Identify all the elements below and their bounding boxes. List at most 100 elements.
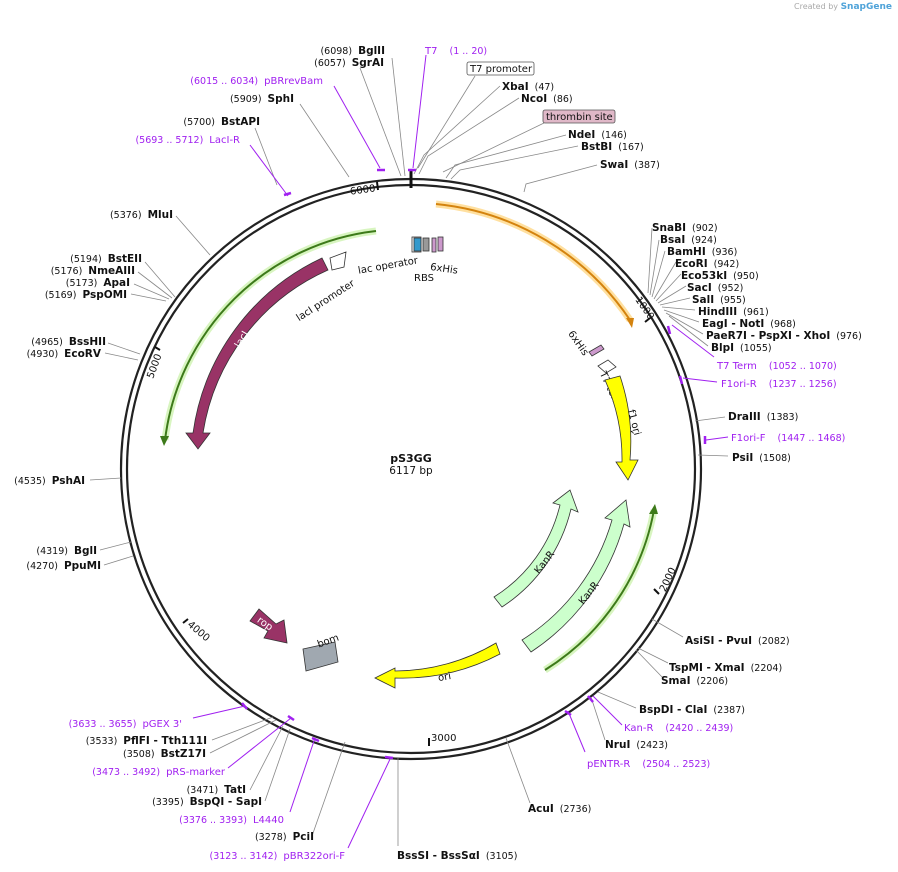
enzyme-asisi: AsiSI - PvuI(2082)	[685, 635, 790, 647]
enzyme-sgrai-pos: (6057)	[314, 58, 346, 69]
leader-tati	[249, 725, 284, 791]
primer-pentr-r-name: pENTR-R	[587, 759, 630, 770]
enzyme-smai-name: SmaI	[661, 675, 691, 687]
leader-bstbi	[450, 145, 579, 180]
feature-label-6xhis-c: 6xHis	[565, 329, 590, 358]
thrombin-site-box	[542, 109, 616, 124]
feature-rbs	[422, 237, 430, 252]
enzyme-acui-pos: (2736)	[560, 804, 592, 815]
enzyme-pflfi-pos: (3533)	[86, 736, 118, 747]
orf-orange-arrowhead	[626, 318, 634, 328]
enzyme-bsai: BsaI(924)	[660, 234, 717, 246]
primer-laci-r: (5693 .. 5712)LacI-R	[135, 135, 240, 146]
leader-t7-promoter	[417, 75, 476, 169]
enzyme-bspqi-pos: (3395)	[152, 797, 184, 808]
enzyme-sali-name: SalI	[692, 294, 714, 306]
enzyme-ecorv-name: EcoRV	[64, 348, 102, 360]
enzyme-tati: (3471)TatI	[187, 784, 246, 796]
enzyme-sphi: (5909)SphI	[230, 93, 294, 105]
plasmid-name: pS3GG	[390, 452, 432, 465]
leader-snabi	[647, 227, 653, 294]
enzyme-sgrai-name: SgrAI	[352, 57, 384, 69]
enzyme-nmeaiii: (5176) NmeAIII	[51, 265, 135, 277]
enzyme-asisi-pos: (2082)	[758, 636, 790, 647]
leader-bsai	[649, 239, 660, 296]
primer-leader-pbrrevbam	[333, 85, 381, 169]
primer-pbr322ori-f-name: pBR322ori-F	[283, 851, 345, 862]
leader-swai	[523, 164, 598, 193]
primer-pentr-r-range: (2504 .. 2523)	[642, 759, 710, 770]
primer-f1ori-r: F1ori-R (1237 .. 1256)	[721, 379, 837, 390]
tick-marks	[154, 181, 660, 746]
feature-laci	[185, 257, 329, 450]
primer-leader-f1ori-r	[682, 377, 718, 383]
snapgene-logo: SnapGene	[840, 2, 892, 12]
enzyme-ndei: NdeI(146)	[568, 129, 627, 141]
primer-mark-kan-r	[587, 695, 594, 703]
tick-label-6000: 6000	[349, 183, 376, 197]
primer-t7-term: T7 Term(1052 .. 1070)	[716, 361, 837, 372]
enzyme-nrui: NruI(2423)	[605, 739, 668, 751]
leader-xbai	[413, 85, 501, 175]
enzyme-smai-pos: (2206)	[697, 676, 729, 687]
feature-t7-terminator	[597, 359, 617, 374]
enzyme-ncoi-name: NcoI	[521, 93, 547, 105]
leader-ecori	[653, 261, 677, 300]
primer-pbrrevbam-range: (6015 .. 6034)	[190, 76, 258, 87]
enzyme-ecori: EcoRI(942)	[675, 258, 739, 270]
leader-asisi	[651, 618, 684, 638]
primer-leader-lines	[192, 54, 729, 849]
orf-green-left-arrowhead	[160, 436, 169, 446]
leader-ppumi	[103, 555, 134, 566]
enzyme-bsai-pos: (924)	[691, 235, 717, 246]
enzyme-ppumi-pos: (4270)	[26, 561, 58, 572]
enzyme-pshai: (4535)PshAI	[14, 475, 85, 487]
primer-prs-marker-range: (3473 .. 3492)	[92, 767, 160, 778]
leader-pcii	[311, 741, 346, 837]
feature-label-rbs: RBS	[414, 273, 434, 284]
enzyme-mlui-name: MluI	[148, 209, 173, 221]
feature-thrombin-block	[437, 236, 444, 252]
enzyme-eco53ki: Eco53kI(950)	[681, 270, 759, 282]
enzyme-paer7i-name: PaeR7I - PspXI - XhoI	[706, 330, 830, 342]
feature-f1-ori	[604, 375, 639, 481]
enzyme-bspqi-name: BspQI - SapI	[190, 796, 262, 808]
primer-f1ori-f-name: F1ori-F	[731, 433, 766, 444]
leader-sphi	[299, 103, 350, 178]
leader-sali	[659, 297, 691, 306]
primer-t7-term-range: (1052 .. 1070)	[769, 361, 837, 372]
primer-mark-l4440	[311, 736, 320, 743]
primer-f1ori-r-range: (1237 .. 1256)	[769, 379, 837, 390]
primer-f1ori-f: F1ori-F(1447 .. 1468)	[731, 433, 845, 444]
enzyme-hindiii-name: HindIII	[698, 306, 737, 318]
enzyme-pcii-pos: (3278)	[255, 832, 287, 843]
feature-laci-promoter	[329, 251, 347, 271]
orf-green-right-arrowhead	[649, 504, 658, 514]
enzyme-snabi-name: SnaBI	[652, 222, 686, 234]
enzyme-draiii-pos: (1383)	[767, 412, 799, 423]
enzyme-bsssi-pos: (3105)	[486, 851, 518, 862]
enzyme-bgli-pos: (4319)	[36, 546, 68, 557]
enzyme-snabi: SnaBI(902)	[652, 222, 718, 234]
enzyme-bsteii: (5194)BstEII	[70, 253, 142, 265]
tick-label-5000: 5000	[146, 353, 165, 381]
enzyme-eco53ki-name: Eco53kI	[681, 270, 727, 282]
plasmid-length: 6117 bp	[389, 465, 433, 477]
enzyme-nmeaiii-name: NmeAIII	[88, 265, 135, 277]
tick-mark-5000	[154, 346, 161, 351]
enzyme-swai-pos: (387)	[634, 160, 660, 171]
leader-bstz17i	[209, 719, 277, 754]
primer-f1ori-r-name: F1ori-R	[721, 379, 757, 390]
leader-bspdi	[597, 691, 637, 709]
enzyme-nmeaiii-pos: (5176)	[51, 266, 83, 277]
leader-hindiii	[661, 306, 696, 311]
enzyme-bstz17i-name: BstZ17I	[161, 748, 206, 760]
primer-leader-laci-r	[249, 144, 289, 197]
primer-pentr-r: pENTR-R (2504 .. 2523)	[587, 759, 710, 770]
enzyme-bglii-pos: (6098)	[320, 46, 352, 57]
orf-green-left-arc	[164, 230, 377, 441]
enzyme-pspomi-pos: (5169)	[45, 290, 77, 301]
primer-kan-r-name: Kan-R	[624, 723, 653, 734]
primer-leader-pentr-r	[567, 710, 586, 753]
leader-draiii	[694, 416, 726, 422]
